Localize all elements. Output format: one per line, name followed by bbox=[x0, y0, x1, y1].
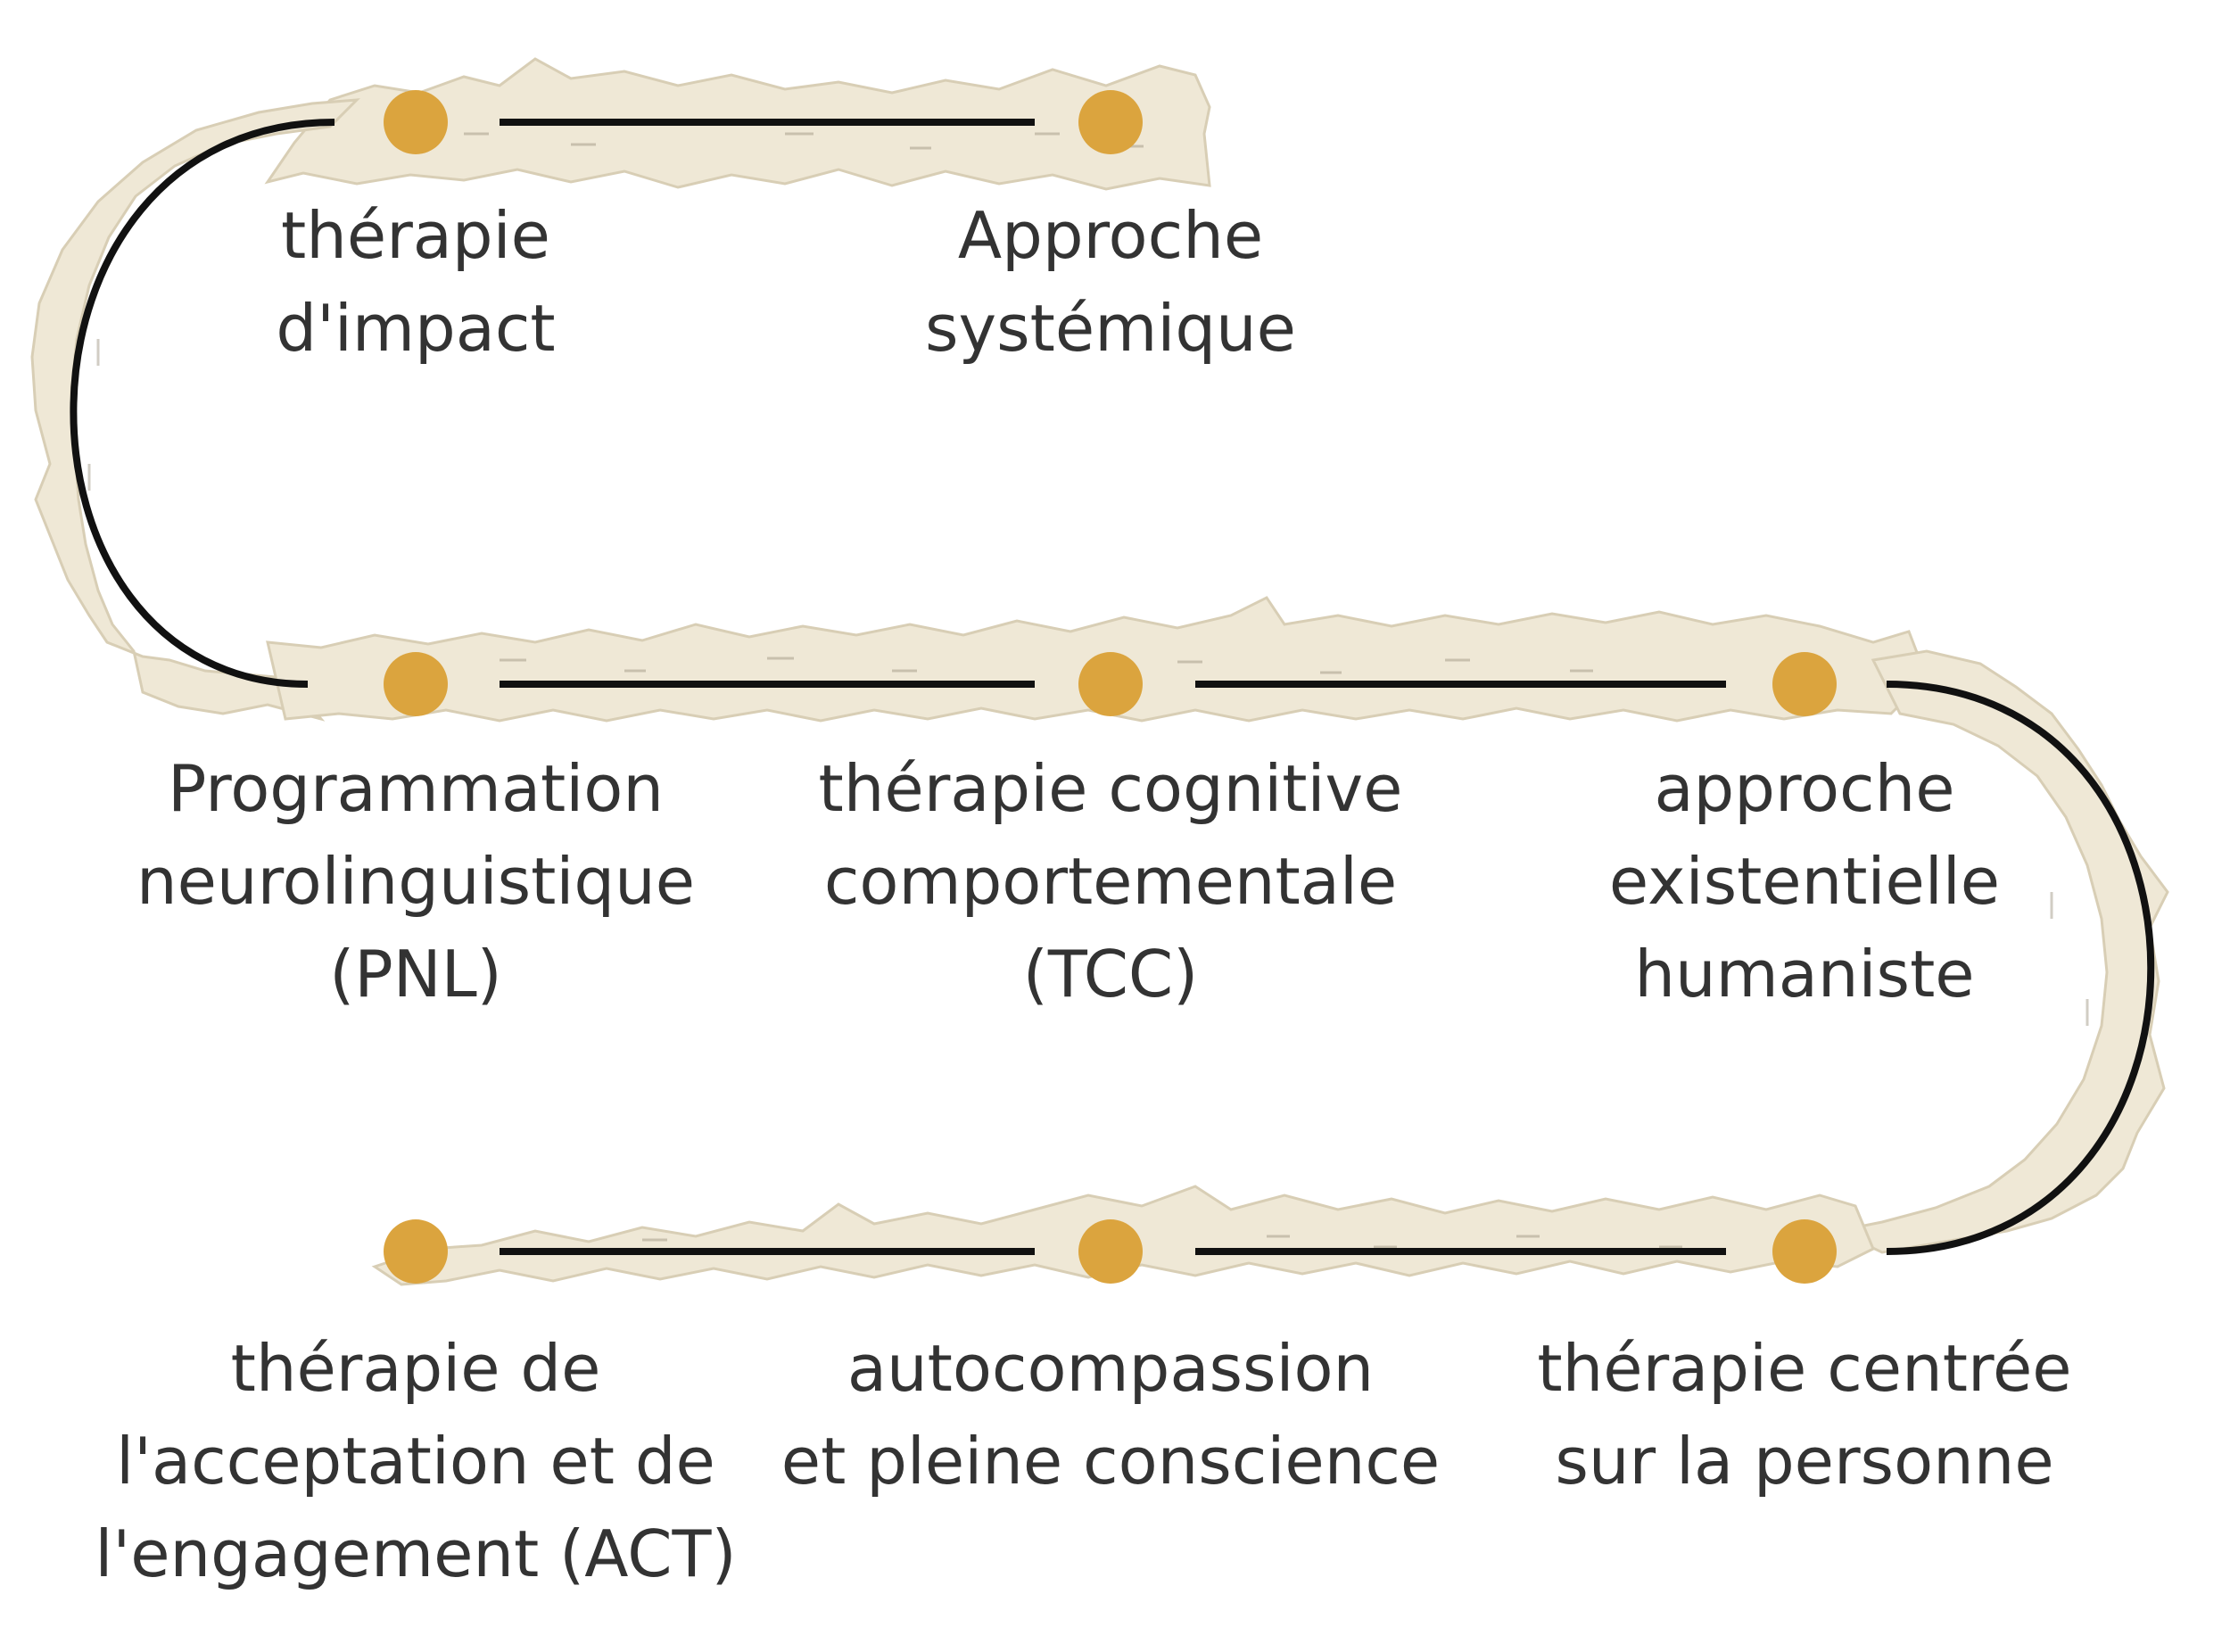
label-line: l'engagement (ACT) bbox=[95, 1516, 737, 1591]
step-dot-approche-systemique bbox=[1078, 90, 1143, 154]
step-dot-tcc bbox=[1078, 652, 1143, 716]
label-tcc: thérapie cognitive comportementale (TCC) bbox=[745, 742, 1476, 1020]
label-line: (PNL) bbox=[329, 937, 502, 1012]
label-line: et pleine conscience bbox=[780, 1424, 1441, 1499]
curve-right bbox=[1886, 681, 2155, 1255]
label-pnl: Programmation neurolinguistique (PNL) bbox=[50, 742, 781, 1020]
label-existentielle-humaniste: approche existentielle humaniste bbox=[1439, 742, 2170, 1020]
step-dot-existentielle bbox=[1772, 652, 1837, 716]
label-therapie-impact: thérapie d'impact bbox=[50, 189, 781, 375]
step-dot-centree-personne bbox=[1772, 1219, 1837, 1284]
label-line: humaniste bbox=[1634, 937, 1975, 1012]
label-centree-personne: thérapie centrée sur la personne bbox=[1439, 1322, 2170, 1507]
label-line: l'acceptation et de bbox=[116, 1424, 715, 1499]
step-dot-act bbox=[384, 1219, 448, 1284]
label-approche-systemique: Approche systémique bbox=[745, 189, 1476, 375]
step-dots bbox=[384, 90, 1837, 1284]
label-act: thérapie de l'acceptation et de l'engage… bbox=[50, 1322, 781, 1600]
step-dot-therapie-impact bbox=[384, 90, 448, 154]
label-line: d'impact bbox=[276, 291, 556, 366]
label-line: thérapie bbox=[281, 198, 550, 273]
label-line: approche bbox=[1654, 751, 1955, 826]
label-line: neurolinguistique bbox=[136, 844, 695, 919]
label-line: systémique bbox=[925, 291, 1296, 366]
label-line: comportementale bbox=[823, 844, 1398, 919]
label-line: sur la personne bbox=[1555, 1424, 2054, 1499]
connector-lines bbox=[70, 119, 2155, 1255]
label-autocompassion: autocompassion et pleine conscience bbox=[745, 1322, 1476, 1507]
label-line: Approche bbox=[957, 198, 1264, 273]
step-dot-autocompassion bbox=[1078, 1219, 1143, 1284]
label-line: (TCC) bbox=[1022, 937, 1199, 1012]
label-line: thérapie cognitive bbox=[818, 751, 1403, 826]
label-line: thérapie centrée bbox=[1537, 1331, 2072, 1406]
label-line: Programmation bbox=[168, 751, 664, 826]
label-line: existentielle bbox=[1608, 844, 2001, 919]
curve-left bbox=[70, 119, 335, 688]
step-dot-pnl bbox=[384, 652, 448, 716]
label-line: autocompassion bbox=[847, 1331, 1375, 1406]
label-line: thérapie de bbox=[230, 1331, 601, 1406]
paper-curve-left bbox=[30, 98, 360, 722]
